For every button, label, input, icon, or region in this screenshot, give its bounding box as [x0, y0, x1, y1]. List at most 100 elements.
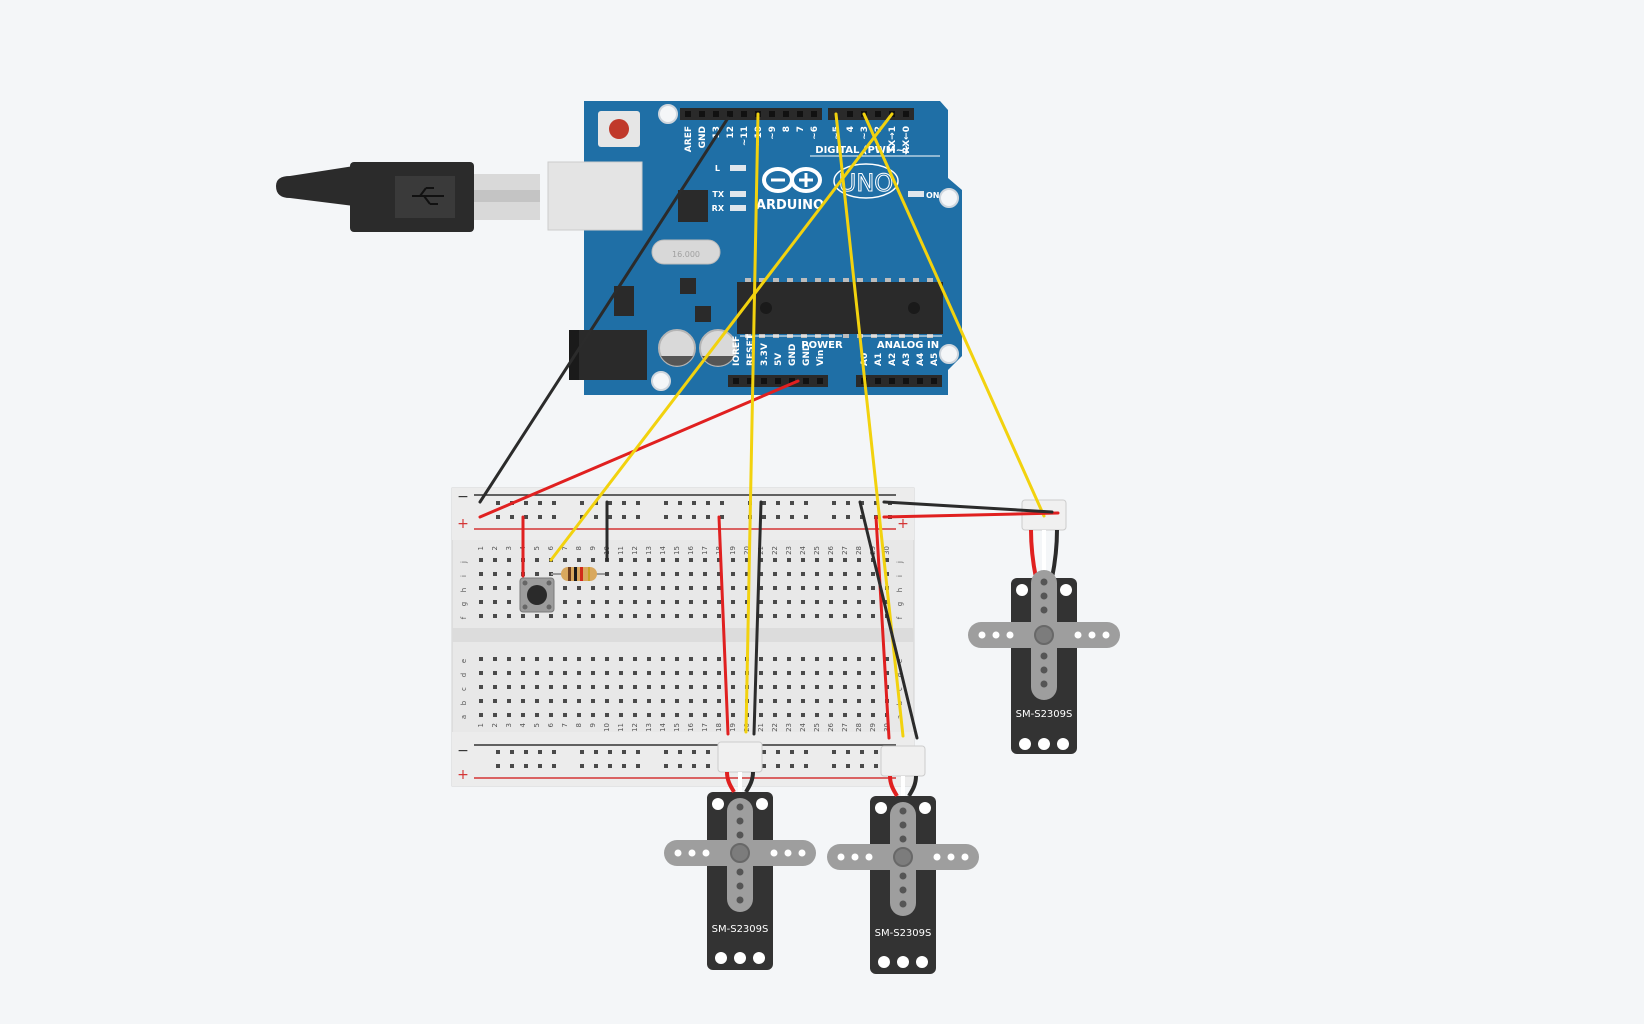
column-number: 7 — [561, 546, 569, 550]
row-letter: d — [460, 673, 468, 677]
header-pin[interactable] — [847, 111, 853, 117]
small-chip — [680, 278, 696, 294]
header-pin[interactable] — [727, 111, 733, 117]
column-number: 17 — [701, 723, 709, 732]
column-number: 9 — [589, 546, 597, 550]
pushbutton[interactable] — [519, 577, 555, 613]
wire-servo1-power[interactable] — [717, 515, 730, 736]
header-pin[interactable] — [747, 378, 753, 384]
column-number: 26 — [827, 545, 835, 554]
header-pin[interactable] — [875, 378, 881, 384]
header-pin[interactable] — [931, 378, 937, 384]
column-number: 23 — [785, 723, 793, 732]
wire-signal-servo3[interactable] — [862, 112, 1046, 518]
header-pin[interactable] — [903, 111, 909, 117]
led-tx — [730, 191, 746, 197]
wire-signal-servo1-a[interactable] — [744, 112, 760, 734]
column-number: 15 — [673, 546, 681, 555]
header-pin[interactable] — [811, 111, 817, 117]
header-pin[interactable] — [917, 378, 923, 384]
wire-servo3-ground[interactable] — [882, 500, 1054, 514]
column-number: 13 — [645, 723, 653, 732]
wire-signal-button[interactable] — [549, 112, 894, 562]
header-pin[interactable] — [903, 378, 909, 384]
analog-pin-header[interactable] — [856, 375, 942, 387]
wire-5v-power[interactable] — [478, 379, 800, 519]
capacitor — [658, 329, 696, 367]
mounting-hole — [658, 104, 678, 124]
led-on — [908, 191, 924, 197]
header-pin[interactable] — [775, 378, 781, 384]
pin-label: GND — [788, 344, 798, 366]
led-on-label: ON — [926, 191, 940, 200]
column-number: 16 — [687, 722, 695, 731]
column-number: 18 — [715, 723, 723, 732]
arduino-brand-label: ARDUINO — [756, 198, 824, 213]
header-pin[interactable] — [761, 378, 767, 384]
pin-label: 4 — [846, 126, 856, 132]
column-number: 9 — [589, 723, 597, 727]
breadboard[interactable]: − + + − + 112233445566778899101011111212… — [451, 487, 915, 787]
row-letter: h — [896, 588, 904, 592]
servo-motor[interactable]: SM-S2309S — [664, 741, 816, 970]
usb-cable[interactable] — [276, 162, 540, 232]
atmega-chip — [737, 278, 943, 338]
arduino-uno-board[interactable]: 16.000 ARDUINO — [547, 101, 962, 395]
power-pin-header[interactable] — [728, 375, 828, 387]
header-pin[interactable] — [733, 378, 739, 384]
led-rx — [730, 205, 746, 211]
pin-label: 7 — [796, 126, 806, 132]
led-rx-label: RX — [712, 204, 725, 213]
column-number: 28 — [855, 546, 863, 555]
column-number: 15 — [673, 723, 681, 732]
pin-label: RESET — [746, 333, 756, 366]
header-pin[interactable] — [889, 378, 895, 384]
header-pin[interactable] — [803, 378, 809, 384]
header-pin[interactable] — [713, 111, 719, 117]
header-pin[interactable] — [741, 111, 747, 117]
resistor[interactable] — [551, 567, 605, 581]
pin-label: A5 — [930, 353, 940, 366]
digital-header-label: DIGITAL (PWM~) — [815, 145, 908, 156]
servo-model-label: SM-S2309S — [875, 928, 932, 939]
header-pin[interactable] — [685, 111, 691, 117]
servo-motor[interactable]: SM-S2309S — [827, 745, 979, 974]
wire-servo2-ground[interactable] — [858, 500, 919, 740]
led-l — [730, 165, 746, 171]
column-number: 3 — [505, 723, 513, 727]
column-number: 24 — [799, 722, 807, 731]
wire-servo2-power[interactable] — [874, 515, 891, 740]
usb-symbol-icon — [412, 187, 444, 205]
crystal-oscillator — [651, 239, 721, 265]
column-number: 5 — [533, 546, 541, 550]
led-l-label: L — [715, 164, 720, 173]
header-pin[interactable] — [783, 111, 789, 117]
led-tx-label: TX — [712, 190, 724, 199]
header-pin[interactable] — [817, 378, 823, 384]
bottom-rail-minus-label: − — [457, 743, 469, 759]
digital-pin-header[interactable] — [680, 108, 914, 120]
pin-label: A1 — [874, 353, 884, 366]
header-pin[interactable] — [769, 111, 775, 117]
header-pin[interactable] — [789, 378, 795, 384]
column-number: 6 — [547, 545, 555, 550]
column-number: 17 — [701, 546, 709, 555]
pin-label: ~11 — [740, 126, 750, 146]
pin-label: 13 — [712, 126, 722, 139]
breadboard-center-channel — [452, 628, 914, 642]
top-rail-plus-label-right: + — [897, 516, 909, 532]
wire-servo3-power[interactable] — [882, 511, 1060, 519]
column-number: 11 — [617, 723, 625, 732]
wires[interactable] — [478, 112, 1060, 740]
wire-servo1-ground[interactable] — [752, 500, 763, 736]
column-number: 14 — [659, 722, 667, 731]
pin-label: 12 — [726, 126, 736, 139]
header-pin[interactable] — [875, 111, 881, 117]
servo-motor[interactable]: SM-S2309S — [968, 499, 1120, 754]
header-pin[interactable] — [699, 111, 705, 117]
header-pin[interactable] — [797, 111, 803, 117]
reset-button[interactable] — [598, 111, 640, 147]
row-letter: e — [896, 659, 904, 663]
wire-ground-gnd[interactable] — [478, 116, 730, 504]
